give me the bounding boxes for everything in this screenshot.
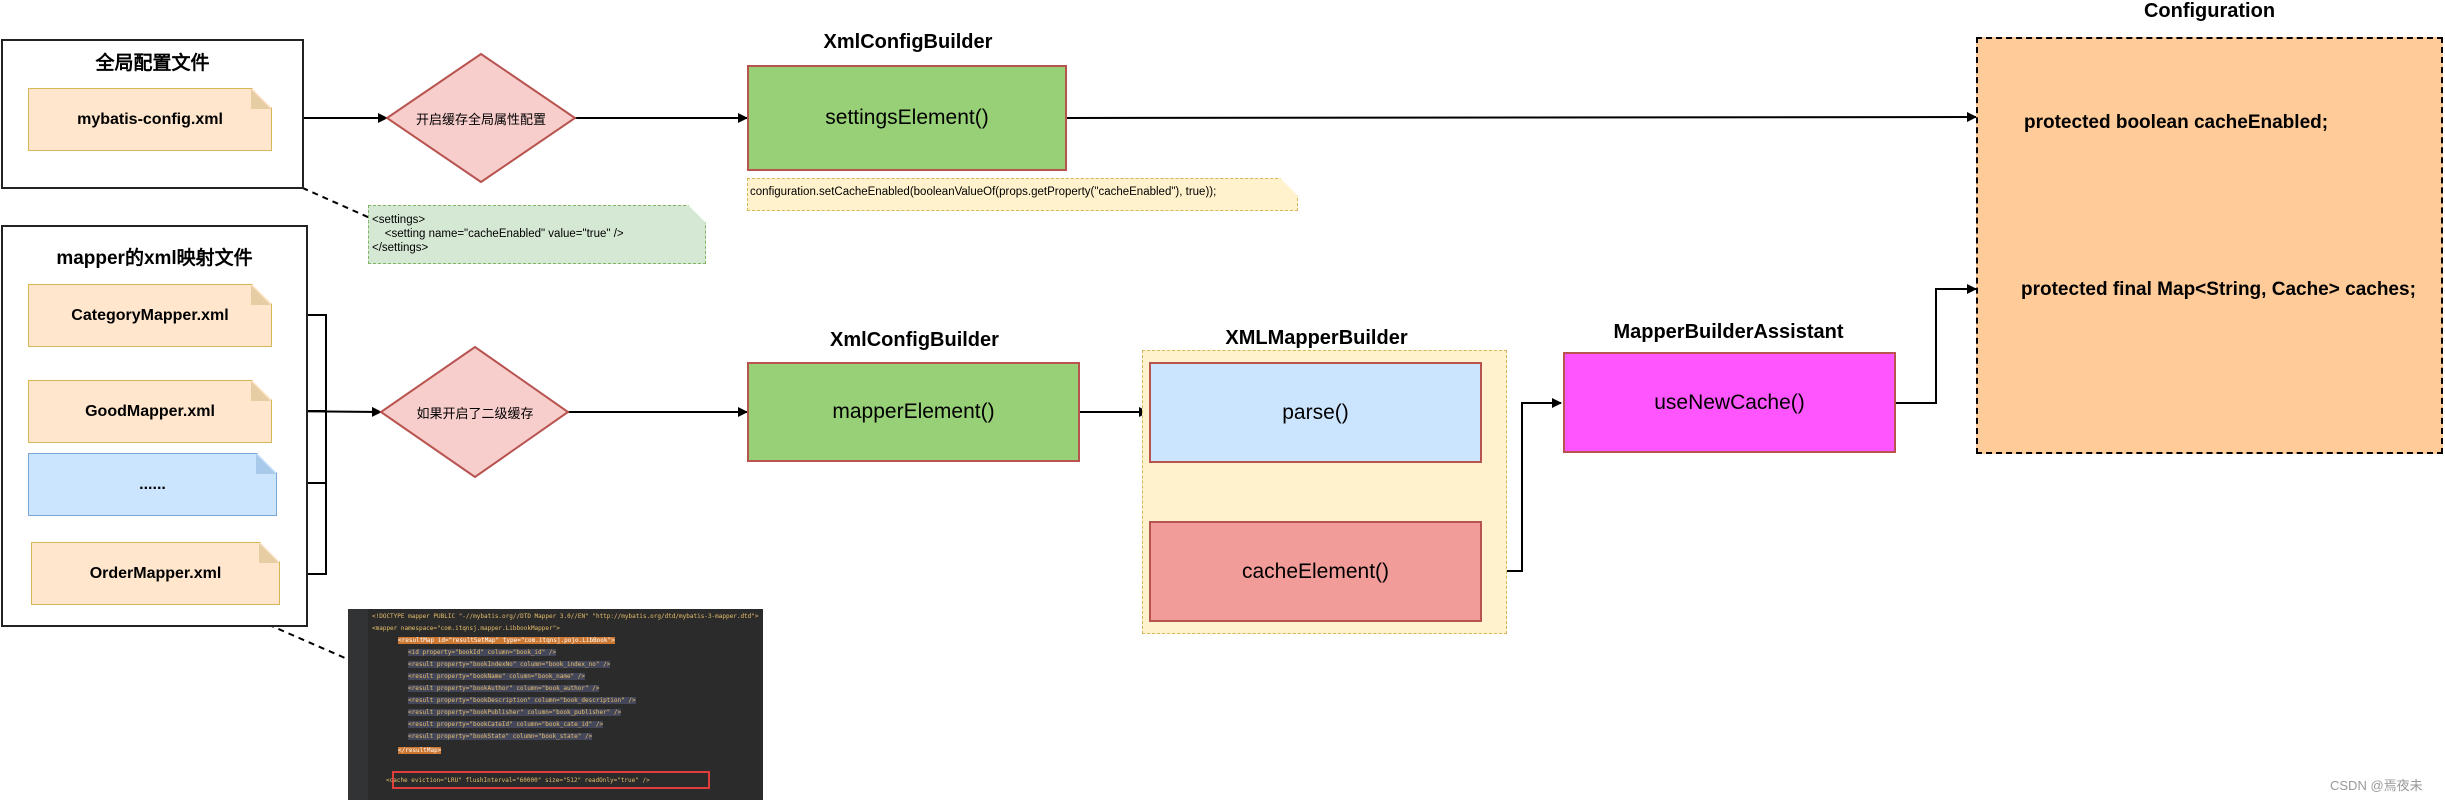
- code-line: <result property="bookCateId" column="bo…: [408, 721, 604, 728]
- order-mapper-file[interactable]: OrderMapper.xml: [31, 542, 280, 605]
- code-line: <id property="bookId" column="book_id" /…: [408, 649, 557, 656]
- settings-note: <settings> <setting name="cacheEnabled" …: [368, 205, 706, 264]
- use-new-cache-box[interactable]: useNewCache(): [1563, 352, 1896, 453]
- code-line: <!DOCTYPE mapper PUBLIC "-//mybatis.org/…: [372, 613, 759, 620]
- code-line: <cache eviction="LRU" flushInterval="600…: [386, 777, 650, 784]
- diamond-second-level-cache: [379, 345, 570, 479]
- xmlconfigbuilder-bottom-title: XmlConfigBuilder: [830, 329, 999, 351]
- more-mapper-label: ......: [139, 475, 166, 493]
- mybatis-config-file[interactable]: mybatis-config.xml: [28, 88, 272, 151]
- global-config-title: 全局配置文件: [95, 53, 210, 74]
- configuration-box: [1976, 37, 2443, 454]
- mapper-element-box[interactable]: mapperElement(): [747, 362, 1080, 462]
- set-cache-enabled-note: configuration.setCacheEnabled(booleanVal…: [747, 178, 1298, 211]
- watermark: CSDN @焉夜未: [2330, 778, 2423, 793]
- mapper-code-screenshot: <!DOCTYPE mapper PUBLIC "-//mybatis.org/…: [348, 609, 763, 800]
- diamond-second-level-label: 如果开启了二级缓存: [416, 405, 534, 421]
- good-mapper-label: GoodMapper.xml: [85, 402, 215, 420]
- use-new-cache-label: useNewCache(): [1654, 390, 1805, 414]
- code-line: <result property="bookState" column="boo…: [408, 733, 593, 740]
- mapperbuilderassistant-title: MapperBuilderAssistant: [1613, 321, 1844, 343]
- caches-field: protected final Map<String, Cache> cache…: [2021, 279, 2416, 300]
- xmlconfigbuilder-top-title: XmlConfigBuilder: [823, 31, 993, 53]
- mapper-element-label: mapperElement(): [832, 400, 995, 423]
- line-number-gutter: [348, 609, 368, 800]
- code-line: <result property="bookName" column="book…: [408, 673, 586, 680]
- mapper-xml-title: mapper的xml映射文件: [56, 248, 253, 269]
- more-mapper-files[interactable]: ......: [28, 453, 277, 516]
- code-line: <result property="bookIndexNo" column="b…: [408, 661, 611, 668]
- xmlmapperbuilder-title: XMLMapperBuilder: [1225, 327, 1408, 349]
- code-line: <resultMap id="resultSetMap" type="com.i…: [398, 637, 615, 644]
- code-line: <result property="bookPublisher" column=…: [408, 709, 622, 716]
- cache-enabled-field: protected boolean cacheEnabled;: [2024, 112, 2329, 133]
- code-line: <mapper namespace="com.itqnsj.mapper.Lib…: [372, 625, 560, 632]
- category-mapper-file[interactable]: CategoryMapper.xml: [28, 284, 272, 347]
- configuration-title: Configuration: [2143, 0, 2276, 22]
- code-line: </resultMap>: [398, 747, 442, 754]
- cache-tag-highlight: [392, 771, 710, 789]
- set-cache-enabled-text: configuration.setCacheEnabled(booleanVal…: [750, 186, 1217, 198]
- parse-box[interactable]: parse(): [1149, 362, 1482, 463]
- parse-label: parse(): [1282, 400, 1349, 424]
- order-mapper-label: OrderMapper.xml: [89, 564, 222, 582]
- settings-note-text: <settings> <setting name="cacheEnabled" …: [372, 214, 624, 254]
- category-mapper-label: CategoryMapper.xml: [71, 306, 229, 324]
- arrow-usenewcache-to-configuration: [1896, 284, 1977, 404]
- settings-element-label: settingsElement(): [825, 106, 989, 129]
- code-line: <result property="bookAuthor" column="bo…: [408, 685, 600, 692]
- arrow-settings-to-configuration: [1066, 112, 1977, 123]
- cache-element-box[interactable]: cacheElement(): [1149, 521, 1482, 622]
- code-line: <result property="bookDescription" colum…: [408, 697, 636, 704]
- good-mapper-file[interactable]: GoodMapper.xml: [28, 380, 272, 443]
- cache-element-label: cacheElement(): [1241, 559, 1390, 583]
- diamond-global-label: 开启缓存全局属性配置: [415, 111, 546, 127]
- settings-element-box[interactable]: settingsElement(): [747, 65, 1067, 171]
- mybatis-config-label: mybatis-config.xml: [77, 110, 223, 128]
- diamond-global-cache: [385, 52, 577, 184]
